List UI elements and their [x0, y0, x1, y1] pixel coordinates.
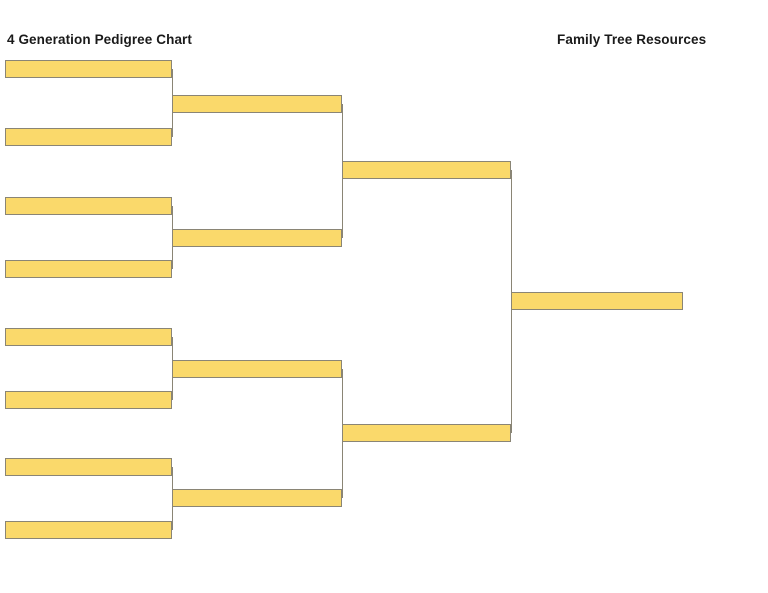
- page-title: 4 Generation Pedigree Chart: [7, 32, 193, 47]
- pedigree-box-gen2-3[interactable]: [172, 360, 342, 378]
- pedigree-box-gen2-4[interactable]: [172, 489, 342, 507]
- pedigree-box-gen1-8[interactable]: [5, 521, 172, 539]
- pedigree-box-gen1-7[interactable]: [5, 458, 172, 476]
- pedigree-box-gen1-2[interactable]: [5, 128, 172, 146]
- family-tree-resources-title: Family Tree Resources: [557, 32, 707, 47]
- pedigree-box-gen3-1[interactable]: [342, 161, 511, 179]
- pedigree-box-gen1-1[interactable]: [5, 60, 172, 78]
- pedigree-box-gen2-1[interactable]: [172, 95, 342, 113]
- pedigree-box-gen4-1[interactable]: [511, 292, 683, 310]
- pedigree-box-gen1-5[interactable]: [5, 328, 172, 346]
- pedigree-box-gen1-3[interactable]: [5, 197, 172, 215]
- pedigree-box-gen2-2[interactable]: [172, 229, 342, 247]
- pedigree-box-gen3-2[interactable]: [342, 424, 511, 442]
- pedigree-box-gen1-4[interactable]: [5, 260, 172, 278]
- pedigree-box-gen1-6[interactable]: [5, 391, 172, 409]
